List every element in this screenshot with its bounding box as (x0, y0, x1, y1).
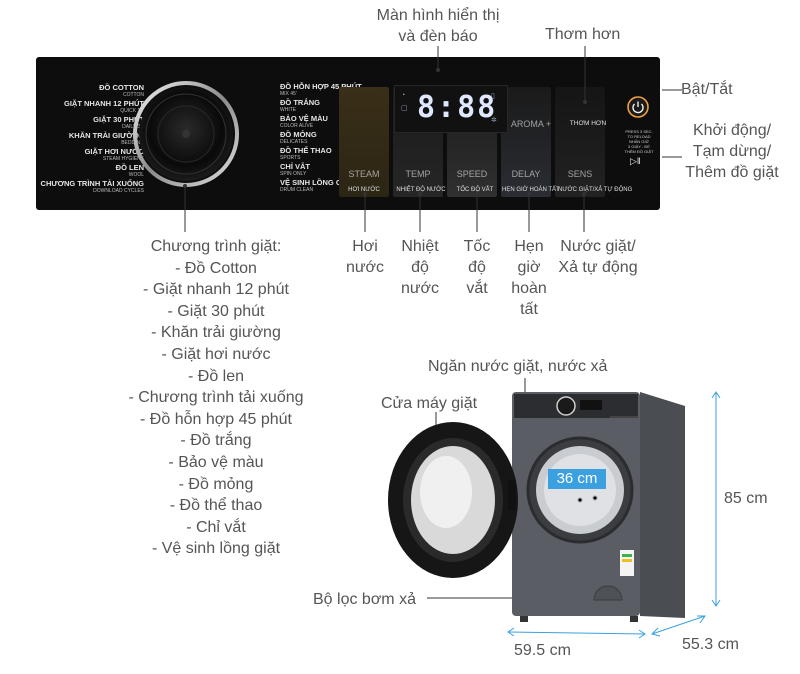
depth-label: 55.3 cm (682, 636, 739, 653)
start-hint: PRESS 3 SEC. TO RELOAD NHẤN GIỮ 3 GIÂY -… (624, 129, 654, 154)
door-callout: Cửa máy giặt (381, 395, 478, 412)
program-item: - Đồ Cotton (175, 259, 257, 277)
steam-tile (339, 87, 389, 197)
auto-dose-button[interactable]: NƯỚC GIẶT/XẢ TỰ ĐỘNG (558, 187, 633, 193)
program-item: - Khăn trải giường (151, 324, 281, 342)
speed-tile-label: SPEED (456, 169, 488, 179)
delay-tile-label: DELAY (511, 169, 541, 179)
program-item: - Giặt nhanh 12 phút (143, 281, 289, 299)
delay-tile (501, 87, 551, 197)
width-label: 59.5 cm (514, 642, 571, 659)
aroma-tile-label: AROMA + (510, 119, 552, 129)
program-item: - Chỉ vắt (186, 518, 246, 536)
speed-button[interactable]: TỐC ĐỘ VẮT (456, 187, 494, 193)
washing-machine (388, 392, 685, 622)
program-item: - Vệ sinh lồng giặt (151, 540, 281, 558)
program-item: - Bảo vệ màu (168, 453, 264, 471)
wifi-icon: ◔ (401, 92, 406, 99)
auto-dose-callout: Nước giặt/Xả tự động (558, 238, 638, 276)
program-item: - Giặt 30 phút (167, 302, 265, 320)
mini-dial (556, 396, 576, 416)
program-item: - Đồ trắng (180, 432, 252, 450)
height-label: 85 cm (724, 490, 768, 507)
power-button[interactable] (626, 95, 650, 119)
display-digits: 8:88 (417, 90, 498, 125)
program-dial[interactable] (131, 79, 241, 189)
steam-tile-label: STEAM (348, 169, 380, 179)
program-item: - Chương trình tải xuống (128, 389, 304, 407)
door-diameter-label: 36 cm (548, 469, 606, 489)
temp-button[interactable]: NHIỆT ĐỘ NƯỚC (396, 187, 446, 193)
door-icon: ▯ (491, 93, 495, 100)
play-pause-icon: ▷‖ (630, 156, 641, 166)
steam-button[interactable]: HƠI NƯỚC (348, 187, 380, 193)
program-item: - Đồ thể thao (169, 497, 263, 515)
power-callout: Bật/Tắt (681, 81, 733, 98)
program-list-title: Chương trình giặt: (150, 238, 282, 255)
filter-callout: Bộ lọc bơm xả (313, 591, 416, 608)
program-item: - Giặt hơi nước (161, 345, 271, 363)
lock-icon: ▢ (401, 105, 408, 112)
temp-tile-label: TEMP (405, 169, 431, 179)
start-callout: Khởi động/Tạm dừng/Thêm đồ giặt (685, 122, 779, 181)
sens-tile-label: SENS (567, 169, 593, 179)
aroma-tile (555, 87, 605, 197)
aroma-button[interactable]: THƠM HƠN (569, 120, 607, 127)
program-item: - Đồ mỏng (178, 475, 254, 493)
program-list: Chương trình giặt: - Đồ Cotton - Giặt nh… (96, 236, 336, 560)
gear-icon: ✲ (491, 117, 497, 124)
aroma-callout: Thơm hơn (545, 26, 621, 43)
delay-button[interactable]: HẸN GIỜ HOÀN TẤT (502, 187, 560, 193)
program-item: - Đồ len (187, 367, 245, 385)
start-pause-button[interactable]: ▷‖ (630, 156, 641, 167)
drawer-callout: Ngăn nước giặt, nước xả (428, 358, 608, 375)
power-icon (632, 103, 644, 114)
digital-display: ◔ ▢ ▯ ✲ 8:88 (394, 85, 508, 133)
program-item: - Đồ hỗn hợp 45 phút (140, 410, 292, 428)
